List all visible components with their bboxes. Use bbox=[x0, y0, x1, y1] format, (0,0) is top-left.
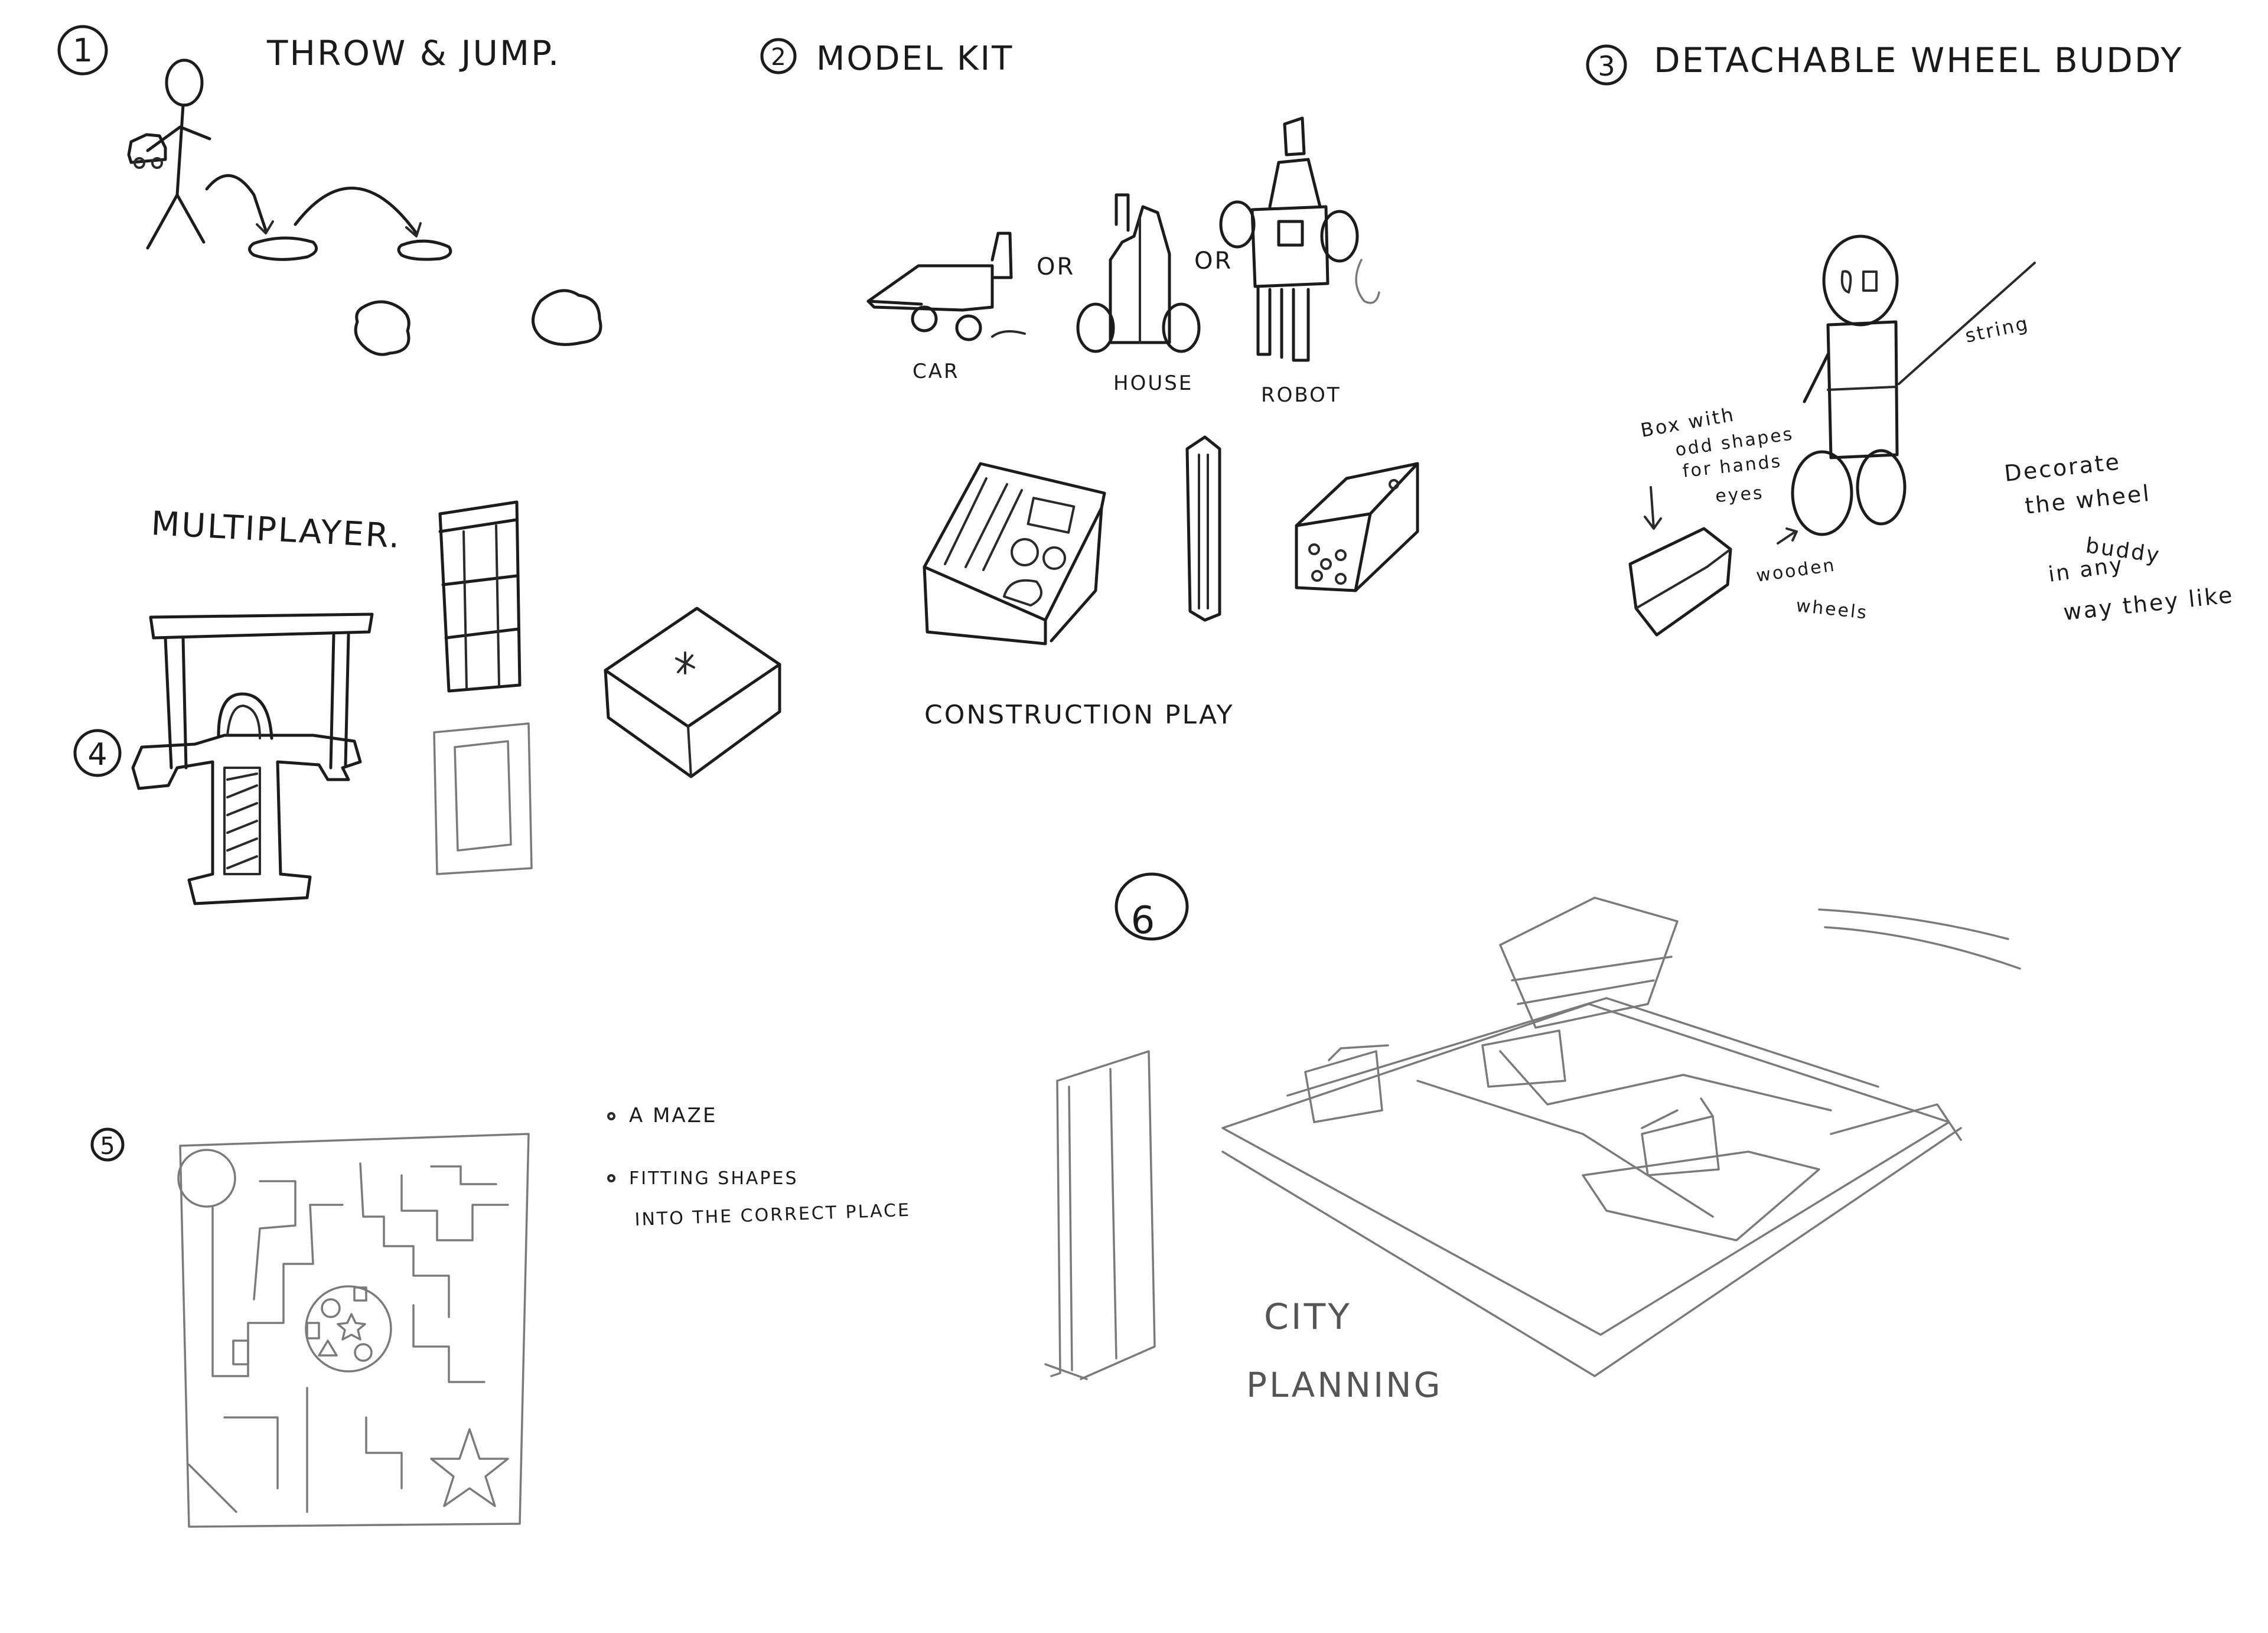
city-title-line-2: PLANNING bbox=[1246, 1365, 1443, 1405]
decorate-note-line-5: way they like bbox=[2062, 582, 2235, 625]
robot-label: ROBOT bbox=[1261, 383, 1341, 407]
house-label: HOUSE bbox=[1113, 371, 1193, 395]
construction-play-label: CONSTRUCTION PLAY bbox=[924, 700, 1234, 730]
model-car bbox=[866, 232, 1026, 341]
stepping-stone-1 bbox=[354, 300, 410, 356]
city-title-line-1: CITY bbox=[1264, 1296, 1352, 1338]
maze-note-2: FITTING SHAPES bbox=[629, 1168, 799, 1189]
multiplayer-frame bbox=[131, 612, 374, 905]
wooden-box bbox=[1628, 486, 1732, 637]
sketch-3-number: 3 bbox=[1598, 50, 1615, 82]
sketch-2-title: MODEL KIT bbox=[816, 40, 1014, 78]
landing-pad-2 bbox=[397, 239, 452, 261]
sketch-4-number: 4 bbox=[87, 737, 107, 773]
model-robot bbox=[1219, 116, 1380, 362]
sketch-2-number: 2 bbox=[771, 44, 786, 71]
decorate-note-line-1: Decorate bbox=[2003, 448, 2122, 486]
construction-pillar bbox=[1185, 435, 1221, 622]
sketch-3-number-circle bbox=[1586, 44, 1627, 86]
city-tower-sketch bbox=[1044, 1050, 1156, 1380]
wheel-buddy-figure bbox=[1791, 234, 2036, 536]
sketch-6-number-circle bbox=[1115, 872, 1189, 941]
sketch-5-number-circle bbox=[90, 1127, 125, 1162]
sketch-1-throw-and-jump: 1 THROW & JUMP. bbox=[57, 25, 602, 356]
construction-cube bbox=[1295, 462, 1419, 592]
or-label-2: OR bbox=[1194, 247, 1233, 275]
multiplayer-tower bbox=[438, 500, 522, 693]
maze-bullet-2 bbox=[607, 1174, 615, 1182]
maze-bullet-1 bbox=[607, 1112, 615, 1120]
construction-play-board bbox=[923, 462, 1106, 646]
stick-figure bbox=[146, 58, 211, 250]
stepping-stone-2 bbox=[532, 289, 602, 346]
arrow-head-1 bbox=[256, 220, 274, 234]
or-label-1: OR bbox=[1037, 253, 1075, 281]
decorate-note-line-2: the wheel bbox=[2023, 480, 2152, 519]
multiplayer-box bbox=[604, 607, 781, 778]
maze-note-1: A MAZE bbox=[629, 1104, 717, 1127]
sketch-4-multiplayer: MULTIPLAYER. 4 bbox=[73, 500, 781, 905]
box-note-line-4: eyes bbox=[1715, 483, 1765, 507]
wheels-note-line-2: wheels bbox=[1795, 595, 1869, 624]
sketch-5-maze: 5 A MAZE FITTING SHAPES INT bbox=[90, 1104, 911, 1528]
maze-board bbox=[177, 1133, 530, 1528]
landing-pad-1 bbox=[248, 236, 318, 261]
decorate-note-line-4: in any bbox=[2047, 552, 2126, 586]
wheels-note-line-1: wooden bbox=[1755, 555, 1837, 586]
sketch-1-number: 1 bbox=[73, 32, 93, 69]
sketch-1-number-circle bbox=[57, 25, 108, 76]
sketch-6-city-planning: 6 CITY PLANNING bbox=[1044, 872, 2021, 1405]
sketch-2-number-circle bbox=[760, 38, 797, 74]
wheels-arrow bbox=[1777, 527, 1798, 545]
sketch-1-title: THROW & JUMP. bbox=[266, 33, 561, 73]
sketch-4-title: MULTIPLAYER. bbox=[150, 504, 402, 556]
sketch-2-model-kit: 2 MODEL KIT OR CAR OR HOUSE bbox=[760, 38, 1419, 730]
sketch-5-number: 5 bbox=[100, 1133, 115, 1160]
jump-arc-1 bbox=[205, 174, 268, 232]
city-plan-board bbox=[1221, 897, 2021, 1377]
sketch-4-number-circle bbox=[73, 729, 122, 777]
multiplayer-panel bbox=[433, 722, 533, 875]
arrow-head-2 bbox=[405, 222, 422, 237]
sketch-3-wheel-buddy: 3 DETACHABLE WHEEL BUDDY string Box with… bbox=[1586, 40, 2235, 637]
toy-car-thrown bbox=[127, 133, 167, 169]
car-label: CAR bbox=[913, 360, 960, 383]
sketch-3-title: DETACHABLE WHEEL BUDDY bbox=[1654, 40, 2184, 80]
model-house bbox=[1076, 193, 1201, 353]
maze-note-3: INTO THE CORRECT PLACE bbox=[634, 1200, 911, 1230]
sketch-6-number: 6 bbox=[1131, 899, 1155, 943]
jump-arc-2 bbox=[294, 187, 418, 235]
